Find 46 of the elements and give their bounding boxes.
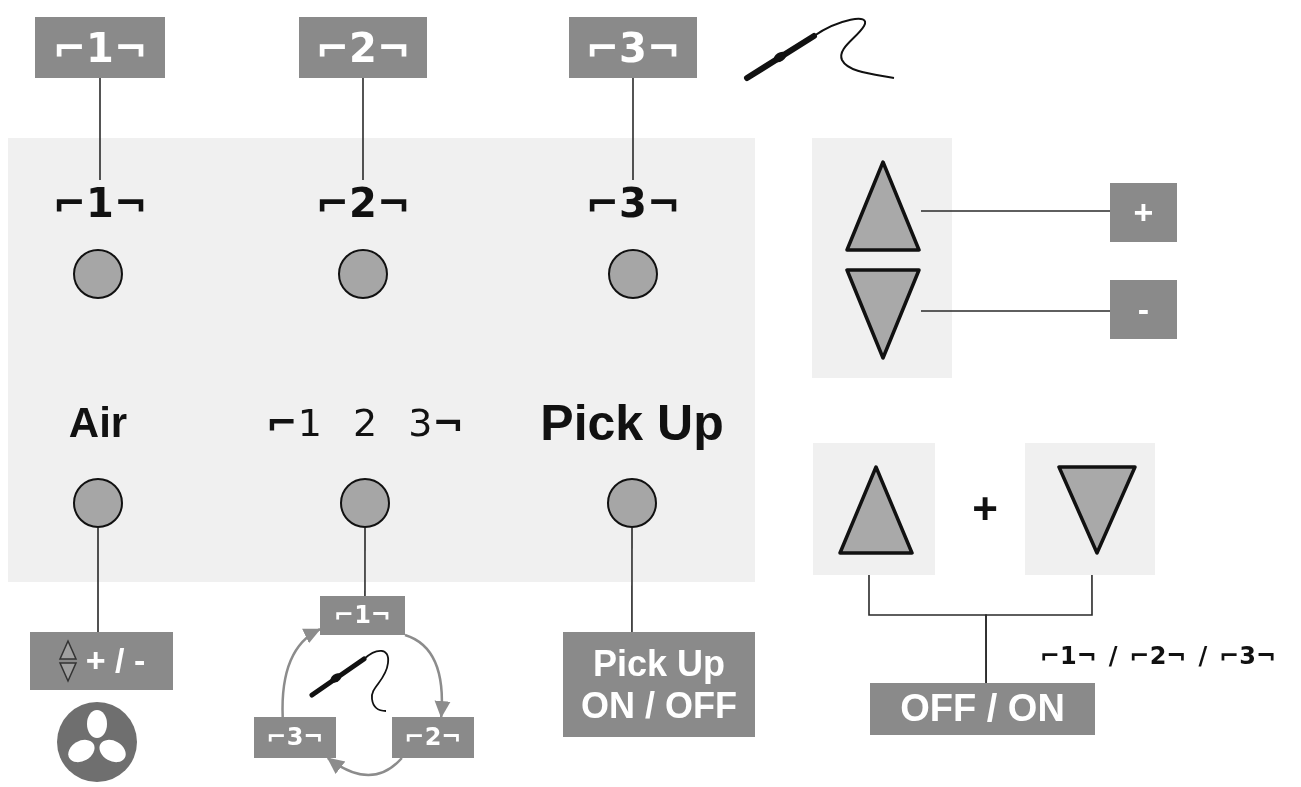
- leader-line: [920, 210, 1111, 212]
- channel-tag: ⌐1¬: [320, 596, 405, 635]
- up-triangle-button: [838, 465, 914, 555]
- round-button: [338, 249, 388, 299]
- channel-label: ⌐3¬: [583, 180, 683, 226]
- plus-sign: +: [971, 484, 999, 534]
- leader-line: [920, 310, 1111, 312]
- round-button: [608, 249, 658, 299]
- channel-tag: ⌐2¬: [392, 717, 474, 758]
- control-panel: [8, 138, 755, 582]
- button-label: Pick Up: [539, 395, 725, 451]
- arrow: [281, 628, 321, 717]
- down-triangle-button: [845, 268, 921, 360]
- button-panel: [812, 138, 952, 378]
- arrow: [404, 633, 451, 718]
- down-triangle-button: [1057, 465, 1137, 555]
- round-button: [73, 249, 123, 299]
- key-tile: [813, 443, 935, 575]
- channel-tag: ⌐3¬: [569, 17, 697, 78]
- function-tag: OFF / ON: [870, 683, 1095, 735]
- tag-text: + / -: [85, 641, 146, 681]
- minus-tag: -: [1110, 280, 1177, 339]
- up-triangle-button: [845, 160, 921, 252]
- button-label: Air: [67, 398, 129, 448]
- leader-line: [632, 77, 634, 181]
- round-button: [340, 478, 390, 528]
- channel-options: ⌐1¬ / ⌐2¬ / ⌐3¬: [1018, 638, 1298, 674]
- function-tag: Pick Up ON / OFF: [563, 632, 755, 737]
- leader-line: [97, 527, 99, 633]
- key-tile: [1025, 443, 1155, 575]
- channel-tag: ⌐1¬: [35, 17, 165, 78]
- leader-line: [985, 574, 1093, 684]
- button-label: ⌐1 2 3¬: [264, 400, 466, 447]
- leader-line: [362, 77, 364, 181]
- leader-line: [99, 77, 101, 181]
- round-button: [73, 478, 123, 528]
- air-tag: [30, 632, 173, 690]
- channel-tag: ⌐3¬: [254, 717, 336, 758]
- leader-line: [631, 527, 633, 633]
- arrow: [327, 757, 403, 777]
- plus-tag: +: [1110, 183, 1177, 242]
- channel-tag: ⌐2¬: [299, 17, 427, 78]
- channel-label: ⌐1¬: [50, 180, 150, 226]
- channel-label: ⌐2¬: [313, 180, 413, 226]
- round-button: [607, 478, 657, 528]
- leader-line: [364, 527, 366, 597]
